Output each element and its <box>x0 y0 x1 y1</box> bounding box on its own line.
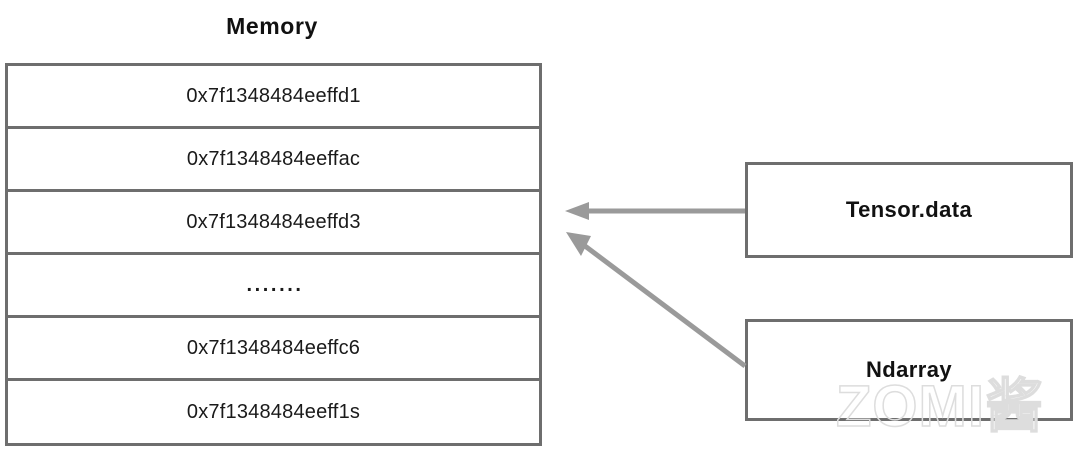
memory-row: 0x7f1348484eeffac <box>8 129 539 192</box>
arrow-ndarray-to-memory <box>566 232 747 368</box>
memory-address-label: 0x7f1348484eeffd3 <box>186 210 361 233</box>
arrow-head <box>566 232 591 256</box>
memory-table: 0x7f1348484eeffd1 0x7f1348484eeffac 0x7f… <box>5 63 542 446</box>
node-tensor-data: Tensor.data <box>745 162 1073 258</box>
memory-row: 0x7f1348484eeffd3 <box>8 192 539 255</box>
memory-address-label: 0x7f1348484eeff1s <box>186 400 361 423</box>
watermark: ZOMI酱 <box>835 373 1044 440</box>
memory-address-label: 0x7f1348484eeffc6 <box>186 336 361 359</box>
memory-row: 0x7f1348484eeffd1 <box>8 66 539 129</box>
memory-row: 0x7f1348484eeffc6 <box>8 318 539 381</box>
arrow-shaft <box>583 244 747 368</box>
node-ndarray-label: Ndarray <box>866 357 952 382</box>
page-title: Memory <box>226 13 318 39</box>
memory-address-label: 0x7f1348484eeffac <box>186 147 361 170</box>
memory-row-ellipsis: ....... <box>8 255 539 318</box>
memory-address-label: 0x7f1348484eeffd1 <box>186 84 361 107</box>
arrow-head <box>565 202 589 220</box>
node-tensor-data-label: Tensor.data <box>845 197 973 222</box>
node-ndarray: Ndarray <box>745 319 1073 421</box>
arrow-tensor-data-to-memory <box>565 202 745 220</box>
memory-row: 0x7f1348484eeff1s <box>8 381 539 443</box>
ellipsis-label: ....... <box>246 273 304 296</box>
